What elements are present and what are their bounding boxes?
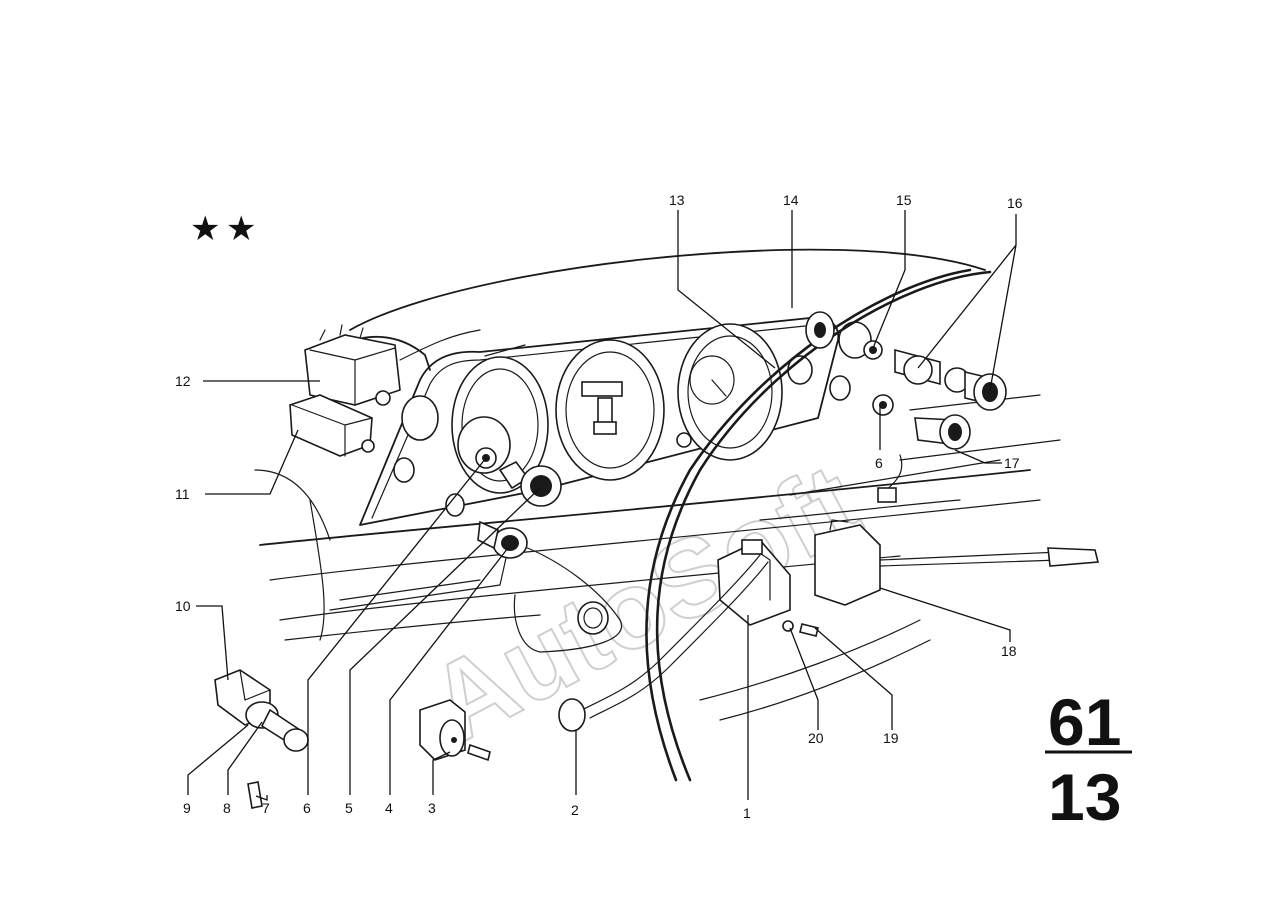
callout-5: 5: [345, 800, 353, 816]
watermark: AutoSoft: [410, 440, 878, 767]
star-marker-icon: ★ ★: [190, 210, 256, 248]
callout-13: 13: [669, 192, 685, 208]
flasher-unit: [289, 394, 375, 457]
column-switch: [558, 519, 1100, 732]
callout-19: 19: [883, 730, 899, 746]
callout-8: 8: [223, 800, 231, 816]
callout-18: 18: [1001, 643, 1017, 659]
callout-2: 2: [571, 802, 579, 818]
callout-10: 10: [175, 598, 191, 614]
door-switch: [419, 699, 491, 762]
callout-15: 15: [896, 192, 912, 208]
callout-7: 7: [262, 800, 270, 816]
callout-9: 9: [183, 800, 191, 816]
callout-16: 16: [1007, 195, 1023, 211]
section-group: 61: [1048, 685, 1121, 759]
leader-lines: [187, 210, 1017, 801]
callout-17: 17: [1004, 455, 1020, 471]
switch-group-right: [863, 340, 1007, 450]
callout-labels: 1 2 3 4 5 6 6 7 8 9 10 11 12 13 14 15 16…: [175, 192, 1023, 821]
callout-6b: 6: [875, 455, 883, 471]
knob-group-left: [475, 447, 562, 559]
callout-14: 14: [783, 192, 799, 208]
callout-6a: 6: [303, 800, 311, 816]
callout-4: 4: [385, 800, 393, 816]
callout-1: 1: [743, 805, 751, 821]
svg-text:★: ★: [226, 210, 256, 248]
callout-12: 12: [175, 373, 191, 389]
dashboard-drawing: [214, 248, 1100, 809]
callout-20: 20: [808, 730, 824, 746]
relay-unit: [304, 324, 401, 406]
svg-text:★: ★: [190, 210, 220, 248]
section-subgroup: 13: [1048, 760, 1121, 834]
callout-11: 11: [175, 486, 190, 502]
callout-3: 3: [428, 800, 436, 816]
light-switch: [214, 669, 309, 809]
section-number: 61 13: [1045, 685, 1132, 834]
